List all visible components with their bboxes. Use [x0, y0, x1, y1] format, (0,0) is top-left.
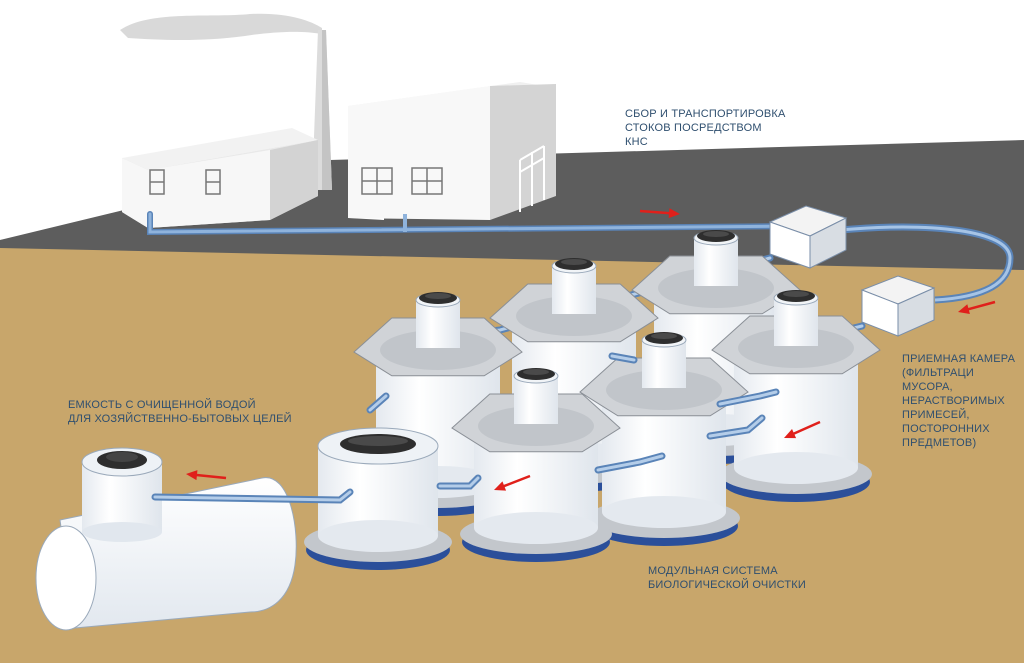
receiving-chamber-box [860, 275, 936, 337]
factory-building-left [122, 128, 318, 228]
smoke-plume [120, 13, 322, 40]
bio-tank-front-center [451, 368, 621, 562]
flow-arrow-to-chamber [958, 300, 996, 314]
label-chamber-line-1: ПРИЕМНАЯ КАМЕРА [902, 353, 1016, 365]
bio-tank-mid-center [579, 332, 749, 546]
label-module-line-2: БИОЛОГИЧЕСКОЙ ОЧИСТКИ [648, 579, 806, 591]
label-chamber-line-4: НЕРАСТВОРИМЫХ [902, 395, 1005, 407]
label-clean-water-tank: ЕМКОСТЬ С ОЧИЩЕННОЙ ВОДОЙ ДЛЯ ХОЗЯЙСТВЕН… [68, 398, 292, 426]
label-tank-line-2: ДЛЯ ХОЗЯЙСТВЕННО-БЫТОВЫХ ЦЕЛЕЙ [68, 413, 292, 425]
label-bio-module: МОДУЛЬНАЯ СИСТЕМА БИОЛОГИЧЕСКОЙ ОЧИСТКИ [648, 564, 806, 592]
label-chamber-line-2: (ФИЛЬТРАЦИ [902, 367, 974, 379]
label-chamber-line-3: МУСОРА, [902, 381, 953, 393]
flow-arrow-module-center [494, 474, 531, 491]
bio-module-group [304, 230, 881, 570]
flow-arrow-module-right [784, 420, 821, 439]
pump-station-box [768, 205, 848, 269]
factory-building-right [348, 82, 556, 220]
label-kns-line-1: СБОР И ТРАНСПОРТИРОВКА [625, 108, 786, 120]
label-module-line-1: МОДУЛЬНАЯ СИСТЕМА [648, 565, 778, 577]
bio-tank-front-left [304, 427, 452, 570]
label-chamber-line-5: ПРИМЕСЕЙ, [902, 409, 970, 421]
label-kns-line-3: КНС [625, 136, 648, 148]
flow-arrow-to-clean-tank [186, 470, 227, 481]
label-chamber-line-6: ПОСТОРОННИХ [902, 423, 990, 435]
flow-arrows [186, 208, 996, 491]
label-kns-line-2: СТОКОВ ПОСРЕДСТВОМ [625, 122, 762, 134]
label-tank-line-1: ЕМКОСТЬ С ОЧИЩЕННОЙ ВОДОЙ [68, 399, 256, 411]
clean-water-tank [35, 447, 297, 631]
label-receiving-chamber: ПРИЕМНАЯ КАМЕРА (ФИЛЬТРАЦИ МУСОРА, НЕРАС… [902, 352, 1015, 450]
label-kns: СБОР И ТРАНСПОРТИРОВКА СТОКОВ ПОСРЕДСТВО… [625, 107, 786, 149]
flow-arrow-to-kns [639, 208, 680, 219]
label-chamber-line-7: ПРЕДМЕТОВ) [902, 437, 977, 449]
bio-tank-mid-right [711, 290, 881, 502]
chimney-side [322, 30, 332, 190]
